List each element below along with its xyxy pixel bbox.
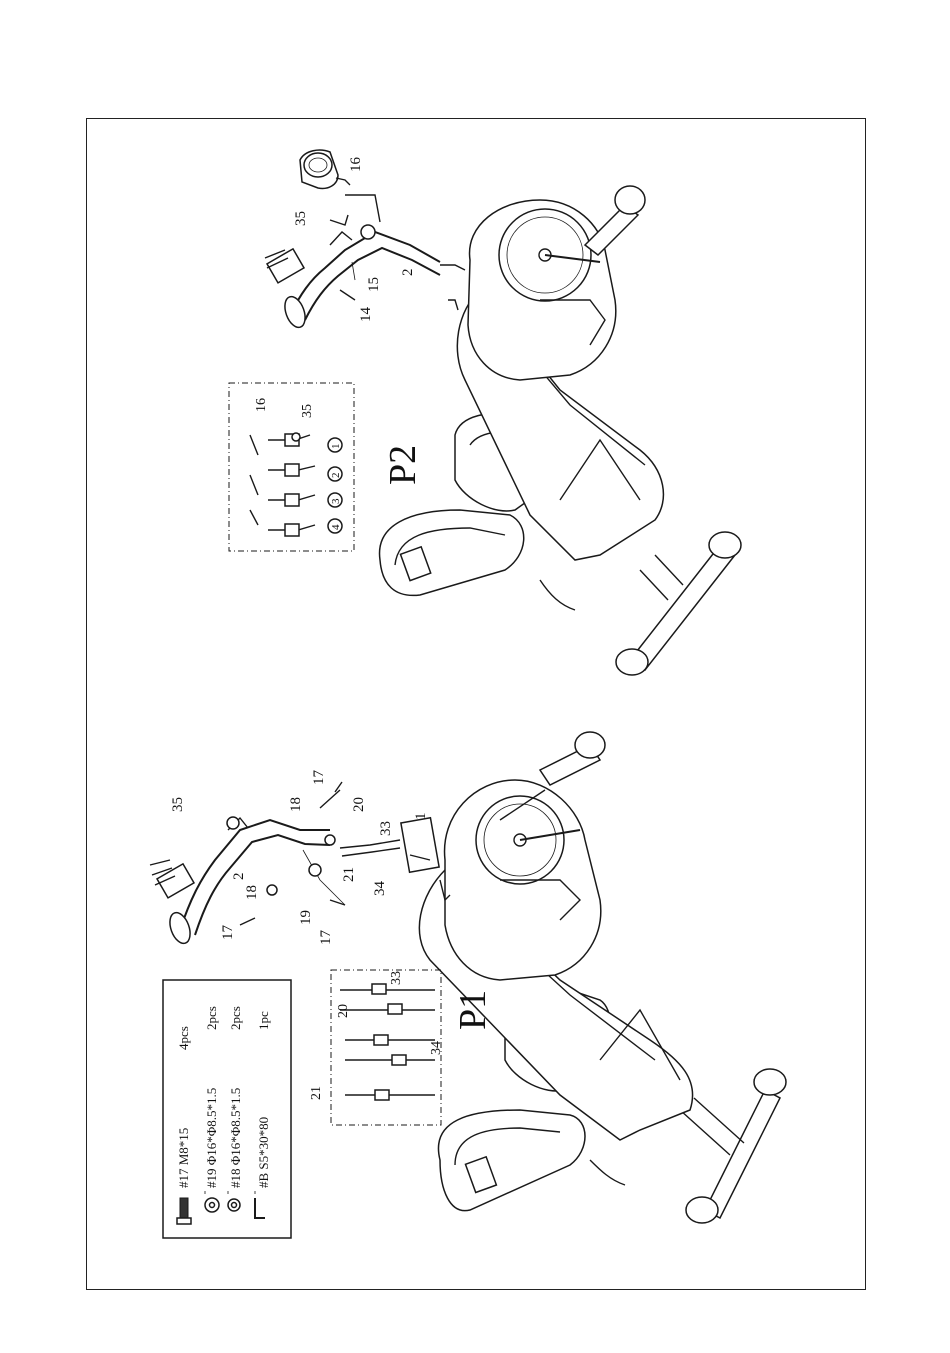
- p2-tension-spring: [540, 580, 575, 610]
- p1-label-17a: 17: [311, 770, 327, 786]
- p1-panel-title: P1: [452, 990, 494, 1030]
- p2-computer: [300, 150, 350, 188]
- p2-label-15: 15: [366, 277, 382, 292]
- p1-upright-post: [401, 818, 450, 900]
- p2-label-35: 35: [293, 211, 309, 226]
- hw-code-18: #18 Φ16*Φ8.5*1.5: [228, 1088, 243, 1188]
- p1-label-2: 2: [231, 873, 247, 881]
- p1-label-33: 33: [378, 821, 394, 836]
- p2-step-3: 3: [330, 498, 342, 504]
- p1-label-18b: 18: [244, 885, 260, 900]
- p1-flywheel-housing: [445, 780, 601, 980]
- washer-19-icon: [205, 1198, 219, 1212]
- hw-qty-19: 2pcs: [204, 1006, 219, 1030]
- p1-label-34: 34: [372, 881, 388, 897]
- hw-qty-b: 1pc: [256, 1011, 271, 1030]
- p2-rear-stabilizer: [616, 532, 741, 675]
- p1-detail-33: 33: [389, 971, 404, 985]
- p2-foot-strap: [448, 300, 458, 310]
- p2-sensor-35: [330, 215, 348, 225]
- p1-backrest: [438, 1110, 585, 1211]
- p1-detail-20: 20: [336, 1004, 351, 1018]
- p1-washer-18: [267, 885, 277, 895]
- p2-bike-drawing: [265, 150, 741, 675]
- p1-part-labels: 35 2 18 18 20 17 17 17 19 21 33 34 1: [170, 770, 429, 946]
- p2-label-16: 16: [348, 157, 364, 173]
- washer-18-icon: [228, 1199, 240, 1211]
- p1-washer-19: [309, 864, 321, 876]
- hw-qty-18: 2pcs: [228, 1006, 243, 1030]
- p1-label-21: 21: [341, 867, 357, 882]
- p2-step-2: 2: [330, 473, 342, 479]
- p2-step-1: 1: [330, 444, 342, 450]
- p2-step-4: 4: [330, 524, 342, 530]
- p1-label-35: 35: [170, 797, 186, 812]
- p1-label-18a: 18: [288, 797, 304, 812]
- p1-label-19: 19: [298, 910, 314, 925]
- p1-label-17c: 17: [318, 930, 334, 946]
- p2-backrest: [380, 510, 524, 595]
- p2-detail-35: 35: [300, 404, 315, 418]
- hw-qty-17: 4pcs: [176, 1026, 191, 1050]
- hardware-list-box: #17 M8*15 4pcs #19 Φ16*Φ8.5*1.5 2pcs #18…: [163, 980, 291, 1238]
- hw-code-b: #B S5*30*80: [256, 1117, 271, 1188]
- p1-detail-34: 34: [429, 1041, 444, 1055]
- p2-bolt-14: [340, 290, 355, 300]
- p1-cable-guide: [303, 850, 345, 905]
- p2-panel-title: P2: [382, 445, 424, 485]
- p2-label-14: 14: [358, 307, 374, 323]
- p1-label-20: 20: [351, 797, 367, 812]
- p1-rear-stabilizer: [680, 1069, 786, 1223]
- hw-code-19: #19 Φ16*Φ8.5*1.5: [204, 1088, 219, 1188]
- p2-detail-16: 16: [254, 398, 269, 412]
- p1-label-17b: 17: [220, 925, 236, 941]
- p1-detail-box: 20 33 21 34 P1: [309, 970, 494, 1125]
- p1-washer-18b: [325, 835, 335, 845]
- p2-front-stabilizer: [585, 186, 645, 255]
- p1-bolt-17c: [240, 918, 255, 925]
- p2-computer-bracket: [345, 195, 380, 222]
- p1-cable-pair: [340, 840, 400, 856]
- hw-code-17: #17 M8*15: [176, 1128, 191, 1188]
- p1-handlebar: [150, 817, 330, 946]
- p1-label-1: 1: [413, 813, 429, 821]
- p1-tension-spring: [590, 1160, 625, 1185]
- p2-label-2: 2: [400, 269, 416, 277]
- p2-flywheel-housing: [468, 200, 616, 380]
- p1-detail-21: 21: [309, 1086, 324, 1100]
